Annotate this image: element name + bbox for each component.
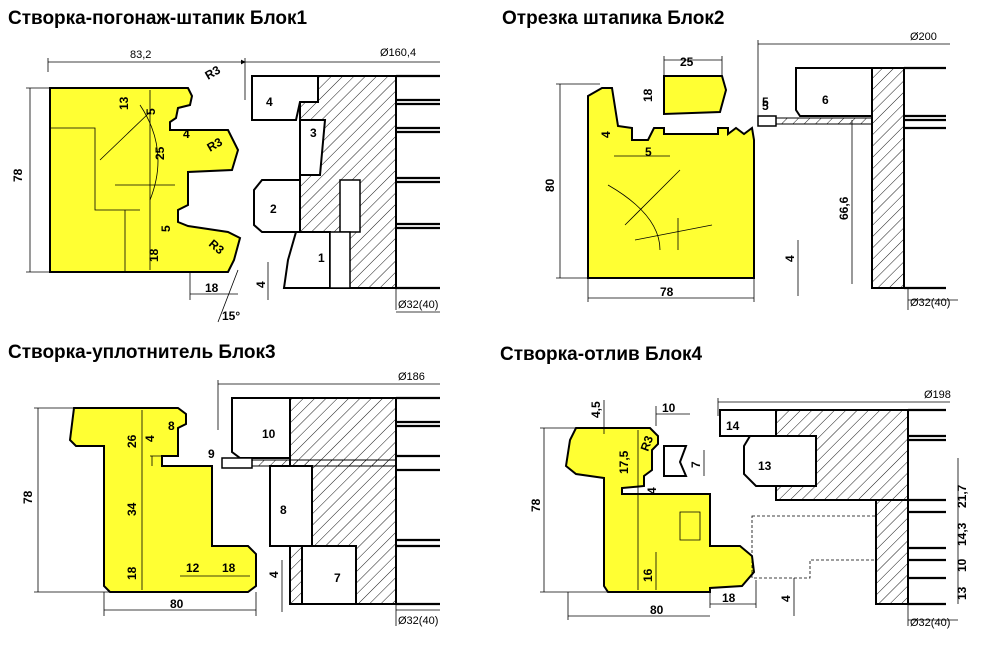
- block-1-title: Створка-погонаж-штапик Блок1: [8, 8, 308, 29]
- b3-bore: Ø32(40): [398, 615, 438, 627]
- b4-bore: Ø32(40): [910, 617, 950, 629]
- cutter-6: 6: [822, 93, 829, 107]
- cutter-13: 13: [758, 459, 772, 473]
- svg-text:5: 5: [144, 108, 158, 115]
- svg-text:26: 26: [125, 434, 139, 448]
- b1-bore: Ø32(40): [398, 299, 438, 311]
- cutter-3: 3: [310, 126, 317, 140]
- svg-text:18: 18: [722, 591, 736, 605]
- cutter-10: 10: [262, 427, 276, 441]
- svg-text:25: 25: [680, 55, 694, 69]
- b2-profile: [587, 87, 755, 279]
- b1-diameter: Ø160,4: [380, 47, 416, 59]
- block-2-title: Отрезка штапика Блок2: [502, 8, 724, 29]
- block-2: Отрезка штапика Блок2 Ø200 80 25 18 4 5 …: [502, 8, 958, 310]
- svg-text:18: 18: [222, 561, 236, 575]
- cutter-1: 1: [318, 251, 325, 265]
- cutter-5: 5: [762, 95, 769, 109]
- b3-width-dim: 80: [170, 597, 184, 611]
- block-3-title: Створка-уплотнитель Блок3: [8, 342, 276, 363]
- b4-profile: [564, 427, 756, 593]
- svg-text:9: 9: [208, 447, 215, 461]
- svg-text:13: 13: [117, 96, 131, 110]
- svg-text:7: 7: [689, 461, 703, 468]
- svg-text:17,5: 17,5: [617, 450, 631, 474]
- block-1: Створка-погонаж-штапик Блок1 83,2 78 13 …: [8, 8, 440, 323]
- cutter-2: 2: [270, 202, 277, 216]
- svg-text:10: 10: [955, 558, 969, 572]
- svg-text:4: 4: [599, 131, 613, 138]
- block-4-title: Створка-отлив Блок4: [500, 344, 703, 365]
- svg-text:21,7: 21,7: [955, 484, 969, 508]
- b2-diameter: Ø200: [910, 31, 937, 43]
- svg-text:10: 10: [662, 401, 676, 415]
- svg-text:5: 5: [645, 145, 652, 159]
- svg-text:18: 18: [147, 248, 161, 262]
- b1-profile: [49, 87, 242, 273]
- b2-bore: Ø32(40): [910, 297, 950, 309]
- b1-width-dim: 83,2: [130, 49, 151, 61]
- svg-text:4: 4: [779, 595, 793, 602]
- svg-text:25: 25: [153, 146, 167, 160]
- block-3: Створка-уплотнитель Блок3 Ø186 78 26 4 8…: [8, 342, 440, 627]
- svg-text:66,6: 66,6: [837, 196, 851, 220]
- b4-width-dim: 80: [650, 603, 664, 617]
- svg-text:13: 13: [955, 586, 969, 600]
- svg-text:4: 4: [183, 127, 190, 141]
- svg-text:4: 4: [267, 571, 281, 578]
- b1-height-dim: 78: [11, 168, 25, 182]
- svg-text:R3: R3: [203, 63, 224, 83]
- svg-text:4: 4: [143, 435, 157, 442]
- b3-profile: [68, 407, 257, 593]
- svg-text:R3: R3: [638, 434, 657, 454]
- b3-height-dim: 78: [21, 490, 35, 504]
- cutter-7: 7: [334, 571, 341, 585]
- svg-text:18: 18: [125, 566, 139, 580]
- b2-width-dim: 78: [660, 285, 674, 299]
- svg-text:16: 16: [641, 568, 655, 582]
- svg-text:4: 4: [254, 281, 268, 288]
- svg-text:12: 12: [186, 561, 200, 575]
- svg-text:R3: R3: [205, 135, 226, 155]
- svg-text:5: 5: [159, 225, 173, 232]
- b4-diameter: Ø198: [924, 389, 951, 401]
- svg-text:18: 18: [205, 281, 219, 295]
- cutter-4: 4: [266, 95, 273, 109]
- svg-text:14,3: 14,3: [955, 522, 969, 546]
- b3-diameter: Ø186: [398, 371, 425, 383]
- b4-height-dim: 78: [529, 498, 543, 512]
- svg-text:4,5: 4,5: [589, 401, 603, 418]
- b2-bead: [663, 75, 728, 116]
- svg-text:4: 4: [645, 487, 659, 494]
- block-4: Створка-отлив Блок4 Ø198 78 4,5 10 17,5 …: [500, 344, 969, 629]
- cutter-8: 8: [280, 503, 287, 517]
- svg-text:5: 5: [762, 99, 769, 113]
- svg-text:18: 18: [641, 88, 655, 102]
- svg-text:4: 4: [783, 255, 797, 262]
- svg-text:34: 34: [125, 502, 139, 516]
- svg-text:15°: 15°: [222, 309, 240, 323]
- b2-height-dim: 80: [543, 178, 557, 192]
- cutter-14: 14: [726, 419, 740, 433]
- svg-text:8: 8: [168, 419, 175, 433]
